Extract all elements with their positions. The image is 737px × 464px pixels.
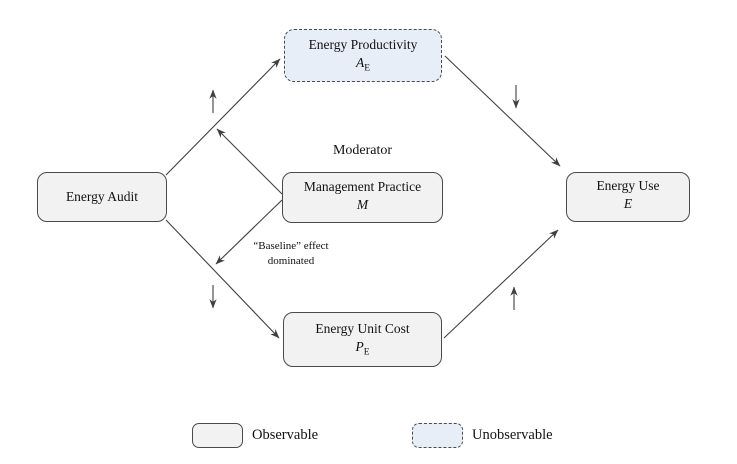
- baseline-effect-note-line1: “Baseline” effect: [253, 240, 329, 252]
- node-label: Energy Productivity: [308, 36, 418, 52]
- legend-observable-label: Observable: [252, 427, 319, 443]
- legend-item-observable: Observable: [192, 423, 318, 448]
- node-symbol: PE: [355, 338, 370, 358]
- legend-item-unobservable: Unobservable: [412, 423, 553, 448]
- baseline-effect-note-line2: dominated: [267, 255, 315, 268]
- node-symbol: M: [356, 196, 369, 212]
- edge-audit-to-unitcost: [165, 219, 280, 339]
- edge-productivity-to-use: [444, 55, 561, 167]
- observable-swatch: [192, 423, 243, 448]
- node-energy-audit: Energy Audit: [37, 172, 167, 222]
- moderator-label: Moderator: [332, 143, 393, 158]
- node-symbol: AE: [355, 54, 371, 74]
- node-energy-productivity: Energy Productivity AE: [284, 29, 442, 82]
- node-label: Management Practice: [303, 178, 422, 194]
- baseline-effect-note: “Baseline” effect dominated: [233, 239, 349, 270]
- node-symbol: E: [623, 196, 633, 212]
- node-label: Energy Unit Cost: [315, 320, 410, 336]
- node-energy-unit-cost: Energy Unit Cost PE: [283, 312, 442, 367]
- node-label: Energy Audit: [65, 188, 139, 204]
- node-management-practice: Management Practice M: [282, 172, 443, 223]
- edge-audit-to-productivity: [165, 58, 281, 176]
- legend-unobservable-label: Unobservable: [472, 427, 553, 443]
- node-energy-use: Energy Use E: [566, 172, 690, 222]
- node-label: Energy Use: [596, 178, 660, 194]
- edge-moderator-to-lower-path: [215, 199, 283, 265]
- unobservable-swatch: [412, 423, 463, 448]
- edge-unitcost-to-use: [443, 229, 559, 339]
- edge-moderator-to-upper-path: [216, 128, 283, 195]
